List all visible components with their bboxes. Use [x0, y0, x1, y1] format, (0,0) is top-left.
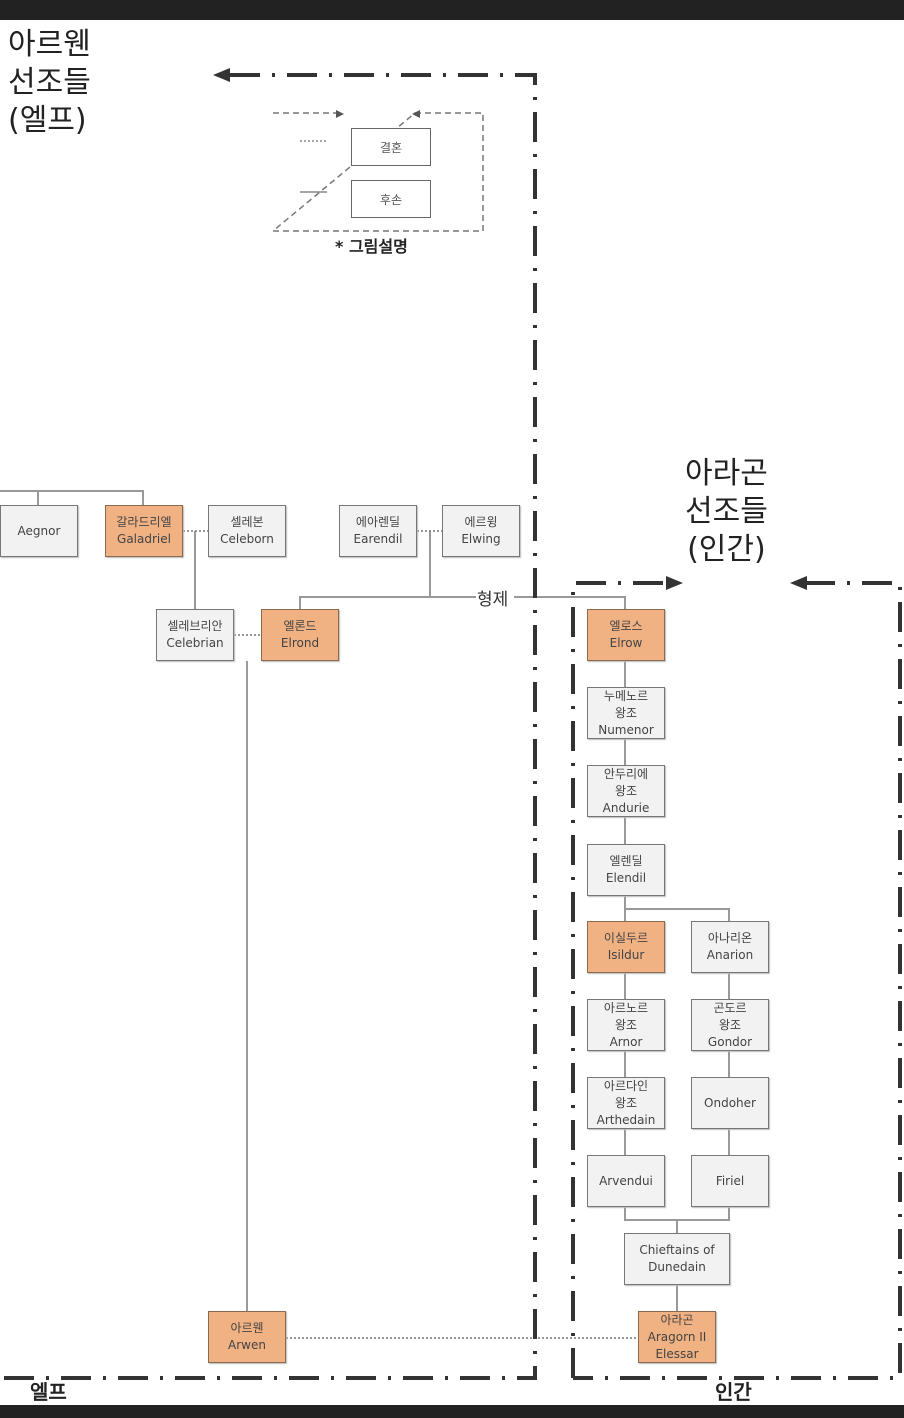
person-name-line: Arwen — [228, 1338, 266, 1352]
person-name-line: 왕조 — [718, 1017, 742, 1032]
person-name-line: Anarion — [706, 948, 754, 962]
human-ancestors-heading: 아라곤 선조들 (인간) — [685, 455, 768, 569]
person-name-line: Numenor — [598, 722, 654, 737]
arrow-left-icon — [790, 576, 807, 590]
person-name-line: 안두리에 — [603, 766, 649, 781]
person-name-line: 아르웬 — [230, 1321, 264, 1335]
person-name-line: Arvendui — [599, 1173, 653, 1188]
person-name-line: 엘론드 — [283, 619, 317, 633]
legend-caption: * 그림설명 — [335, 237, 408, 256]
person-name-line: Elrond — [280, 636, 320, 650]
person-box-arvendui: Arvendui — [587, 1155, 665, 1207]
person-name-line: Isildur — [607, 948, 645, 962]
person-name-line: 아라곤 — [660, 1312, 694, 1327]
person-name-line: 왕조 — [614, 1017, 638, 1032]
bottom-bar — [0, 1405, 904, 1418]
person-name-line: Andurie — [602, 800, 650, 815]
person-name-line: Earendil — [353, 532, 403, 546]
person-name-line: Celebrian — [166, 636, 224, 650]
person-box-anarion: 아나리온 Anarion — [691, 921, 769, 973]
person-name-line: 엘렌딜 — [609, 854, 643, 868]
person-name-line: Arnor — [609, 1034, 643, 1049]
legend-descendant: 후손 — [351, 180, 431, 218]
person-name-line: 갈라드리엘 — [116, 515, 172, 529]
heading-line: 선조들 — [685, 494, 768, 529]
top-bar — [0, 0, 904, 20]
heading-line: 아르웬 — [8, 27, 91, 62]
person-name-line: 에아렌딜 — [355, 515, 401, 529]
person-box-ondoher: Ondoher — [691, 1077, 769, 1129]
person-box-arwen: 아르웬 Arwen — [208, 1311, 286, 1363]
person-box-elwing: 에르윙 Elwing — [442, 505, 520, 557]
person-name-line: 셀레브리안 — [167, 619, 223, 633]
human-zone-label: 인간 — [715, 1380, 752, 1404]
person-name-line: Gondor — [707, 1034, 753, 1049]
person-box-chieftains: Chieftains of Dunedain — [624, 1233, 730, 1285]
heading-line: 선조들 — [8, 65, 91, 100]
person-name-line: Aragorn II — [647, 1329, 707, 1344]
person-box-isildur: 이실두르 Isildur — [587, 921, 665, 973]
person-name-line: 셀레본 — [230, 515, 264, 529]
person-name-line: 왕조 — [614, 705, 638, 720]
legend-marriage: 결혼 — [351, 128, 431, 166]
person-name-line: Chieftains of — [639, 1243, 715, 1257]
person-name-line: Dunedain — [648, 1260, 706, 1274]
person-name-line: Elessar — [655, 1346, 699, 1361]
person-name-line: 누메노르 — [603, 688, 649, 703]
person-box-celebrian: 셀레브리안 Celebrian — [156, 609, 234, 661]
person-name-line: 이실두르 — [603, 931, 649, 945]
person-name-line: 아르다인 — [603, 1078, 649, 1093]
person-name-line: 에르윙 — [464, 515, 498, 529]
person-name-line: Aegnor — [17, 523, 61, 538]
person-name-line: Celeborn — [220, 532, 274, 546]
person-name-line: Ondoher — [704, 1095, 756, 1110]
person-box-firiel: Firiel — [691, 1155, 769, 1207]
person-box-elrow: 엘로스 Elrow — [587, 609, 665, 661]
person-name-line: Firiel — [715, 1173, 745, 1188]
person-name-line: 엘로스 — [609, 619, 643, 633]
person-name-line: 아나리온 — [707, 931, 753, 945]
arrow-right-icon — [666, 576, 683, 590]
arrow-left-icon — [213, 68, 230, 82]
person-name-line: 아르노르 — [603, 1000, 649, 1015]
person-name-line: Arthedain — [596, 1112, 656, 1127]
person-box-elrond: 엘론드 Elrond — [261, 609, 339, 661]
elf-ancestors-heading: 아르웬 선조들 (엘프) — [8, 26, 91, 140]
person-box-celeborn: 셀레본 Celeborn — [208, 505, 286, 557]
person-name-line: Elendil — [605, 871, 647, 885]
heading-line: (엘프) — [8, 103, 87, 138]
person-box-earendil: 에아렌딜 Earendil — [339, 505, 417, 557]
heading-line: (인간) — [687, 532, 766, 567]
person-name-line: Galadriel — [117, 532, 171, 546]
person-name-line: 곤도르 — [713, 1000, 747, 1015]
person-box-elendil: 엘렌딜 Elendil — [587, 844, 665, 896]
person-name-line: Elwing — [461, 532, 501, 546]
person-name-line: 왕조 — [614, 1095, 638, 1110]
person-box-aragorn: 아라곤 Aragorn II Elessar — [638, 1311, 716, 1363]
sibling-label: 형제 — [477, 585, 509, 610]
heading-line: 아라곤 — [685, 456, 768, 491]
person-box-aegnor: Aegnor — [0, 505, 78, 557]
person-name-line: Elrow — [609, 636, 643, 650]
elf-zone-label: 엘프 — [30, 1380, 67, 1404]
person-name-line: 왕조 — [614, 783, 638, 798]
person-box-galadriel: 갈라드리엘 Galadriel — [105, 505, 183, 557]
